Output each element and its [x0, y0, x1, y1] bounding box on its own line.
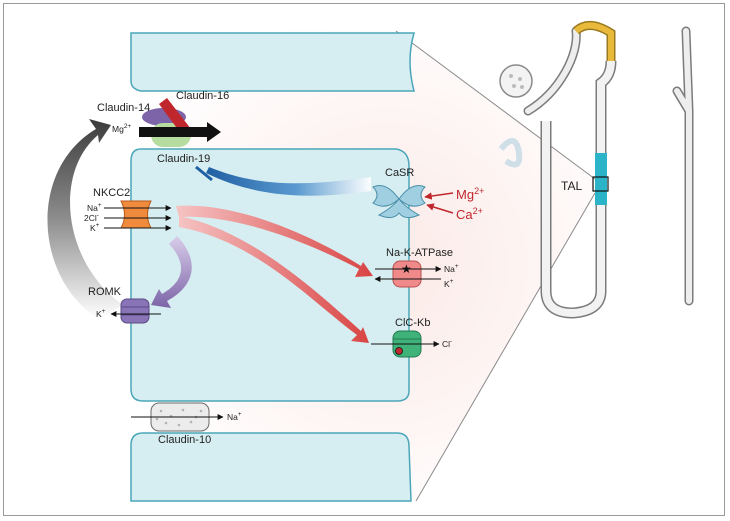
- red-arrow-to-na-k-atpase: [176, 205, 373, 277]
- purple-arrow-to-romk: [151, 236, 192, 308]
- claudin-14-label: Claudin-14: [97, 102, 150, 114]
- glomerulus: [499, 64, 533, 98]
- inhibition-bar: [195, 165, 213, 182]
- romk-label: ROMK: [88, 286, 122, 298]
- upper-cell: [130, 32, 415, 92]
- clc-kb-label: ClC-Kb: [395, 317, 430, 329]
- claudin-10-na-label: Na+: [227, 411, 242, 422]
- mg-casr-label: Mg2+: [456, 186, 484, 202]
- nkcc2-k-label: K+: [90, 222, 100, 233]
- romk-channel: [120, 298, 150, 324]
- atpase-na-label: Na+: [444, 263, 459, 274]
- nkcc2-na-label: Na+: [87, 202, 102, 213]
- na-k-atpase-pump: [392, 260, 422, 288]
- mg-flux-arrow: [139, 122, 221, 142]
- tal-segment: [595, 153, 607, 205]
- claudin-16-label: Claudin-16: [176, 90, 229, 102]
- nkcc2-transporter: [120, 200, 152, 229]
- claudin-10-label: Claudin-10: [158, 434, 211, 446]
- nkcc2-label: NKCC2: [93, 187, 130, 199]
- mg-label: Mg2+: [112, 123, 131, 134]
- claudin-14-shape: [159, 98, 191, 135]
- claudin-19-label: Claudin-19: [157, 153, 210, 165]
- figure-frame: ★ Claudin-16 Claudin-14 Claudin-19 Mg2+ …: [3, 3, 725, 516]
- lower-cell: [130, 432, 412, 502]
- red-arrow-to-clc-kb: [179, 216, 369, 343]
- mg-to-casr-arrow: [424, 192, 454, 200]
- zoom-line-bottom: [415, 192, 596, 502]
- mg-paracellular-arrow: [47, 119, 123, 319]
- atpase-k-label: K+: [444, 278, 454, 289]
- casr-receptor: [372, 185, 426, 219]
- nkcc2-cl-label: 2Cl-: [84, 212, 99, 223]
- tal-label: TAL: [561, 179, 582, 193]
- zoom-line-top: [395, 30, 596, 180]
- ca-casr-label: Ca2+: [456, 206, 483, 222]
- tal-transport-diagram: ★ Claudin-16 Claudin-14 Claudin-19 Mg2+ …: [47, 21, 694, 502]
- casr-inhibition-arrow: [206, 167, 371, 196]
- tal-zoom-box: [592, 176, 609, 192]
- barttin-dot: [395, 347, 403, 355]
- romk-k-label: K+: [96, 308, 106, 319]
- ca-to-casr-arrow: [426, 203, 454, 214]
- nephron-schematic: [498, 21, 694, 319]
- casr-label: CaSR: [385, 167, 414, 179]
- clc-cl-label: Cl-: [442, 338, 452, 349]
- na-k-atpase-label: Na-K-ATPase: [386, 247, 453, 259]
